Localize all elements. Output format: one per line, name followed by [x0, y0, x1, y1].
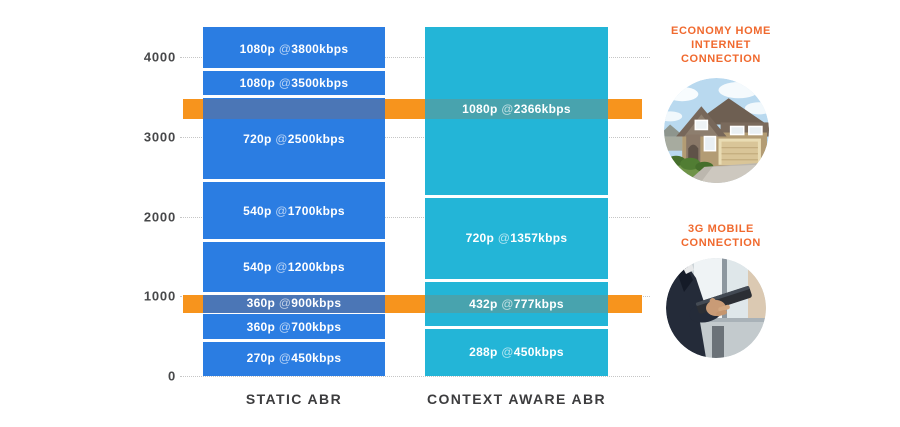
segment-label: 720p @1357kbps — [465, 231, 568, 246]
band-overlay-3g-mobile — [425, 295, 608, 313]
gridline-4000 — [180, 57, 650, 58]
segment-label: 1080p @3800kbps — [239, 41, 349, 56]
context-aware-abr-column-label: CONTEXT AWARE ABR — [426, 391, 607, 407]
bar-segment-1080p-3800 — [203, 27, 385, 69]
economy-home-heading: ECONOMY HOME INTERNET CONNECTION — [671, 25, 771, 65]
bar-segment-540p-1700 — [203, 182, 385, 239]
economy-home-photo — [664, 78, 769, 183]
gridline-2000 — [180, 216, 650, 218]
at-sign: @ — [278, 296, 292, 311]
mobile-connection-photo — [666, 258, 766, 358]
bar-segment-270p-450 — [203, 341, 385, 376]
bar-segment-1080p-3500 — [203, 71, 385, 96]
segment-label: 1080p @2366kbps — [462, 102, 571, 117]
bar-segment-720p-1357 — [425, 198, 608, 279]
gridline-0 — [180, 376, 650, 377]
segment-label: 540p @1200kbps — [243, 259, 345, 274]
segment-label: 360p @700kbps — [246, 319, 342, 334]
y-tick-label: 0 — [167, 368, 176, 384]
at-sign: @ — [278, 76, 292, 91]
y-tick-label: 1000 — [143, 288, 176, 304]
band-overlay-economy-home — [203, 99, 385, 120]
band-overlay-economy-home — [425, 99, 608, 120]
y-tick-label: 4000 — [143, 49, 176, 65]
3g-mobile-heading: 3G MOBILE CONNECTION — [681, 223, 761, 249]
bar-segment-288p-450 — [425, 328, 608, 376]
at-sign: @ — [275, 131, 288, 146]
bar-segment-540p-1200 — [203, 241, 385, 292]
band-overlay-3g-mobile — [203, 295, 385, 313]
bar-segment-360p-700 — [203, 314, 385, 339]
at-sign: @ — [501, 102, 514, 117]
segment-label: 432p @777kbps — [469, 296, 564, 311]
segment-label: 1080p @3500kbps — [239, 76, 349, 91]
at-sign: @ — [278, 351, 292, 366]
at-sign: @ — [501, 296, 514, 311]
segment-label: 360p @900kbps — [246, 296, 342, 311]
house-illustration — [664, 78, 769, 183]
gridline-3000 — [180, 136, 650, 138]
y-tick-label: 3000 — [143, 129, 176, 145]
at-sign: @ — [278, 319, 292, 334]
at-sign: @ — [275, 203, 288, 218]
at-sign: @ — [501, 344, 514, 359]
static-abr-column-label: STATIC ABR — [245, 391, 343, 407]
segment-label: 720p @2500kbps — [243, 131, 345, 146]
segment-label: 270p @450kbps — [246, 351, 342, 366]
segment-label: 288p @450kbps — [469, 344, 564, 359]
y-tick-label: 2000 — [143, 209, 176, 224]
at-sign: @ — [278, 41, 292, 56]
at-sign: @ — [275, 259, 288, 274]
phone-illustration — [666, 258, 766, 358]
segment-label: 540p @1700kbps — [243, 203, 345, 218]
at-sign: @ — [497, 231, 511, 246]
